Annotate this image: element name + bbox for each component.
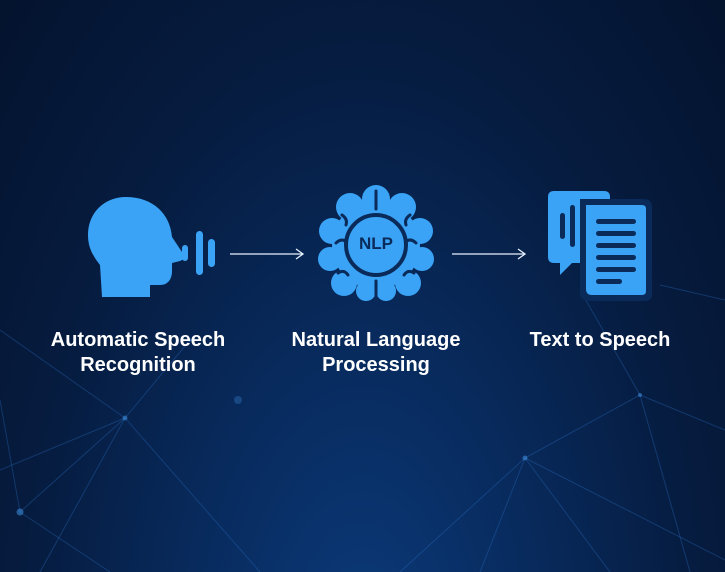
speaking-head-icon	[88, 197, 215, 297]
step-label-nlp: Natural Language Processing	[276, 328, 476, 378]
pipeline-diagram: NLP Automatic Speech Recognition Natural…	[0, 185, 725, 385]
arrow-right-icon	[230, 248, 305, 260]
label-line: Processing	[322, 354, 430, 376]
label-line: Natural Language	[291, 329, 461, 351]
brain-nlp-icon	[318, 185, 434, 303]
label-line: Text to Speech	[529, 329, 671, 351]
nlp-badge: NLP	[359, 234, 393, 253]
step-label-asr: Automatic Speech Recognition	[38, 328, 238, 378]
document-speech-icon	[548, 191, 652, 301]
label-line: Recognition	[80, 354, 196, 376]
step-label-tts: Text to Speech	[500, 328, 700, 353]
arrow-right-icon	[452, 248, 527, 260]
label-line: Automatic Speech	[50, 329, 226, 351]
